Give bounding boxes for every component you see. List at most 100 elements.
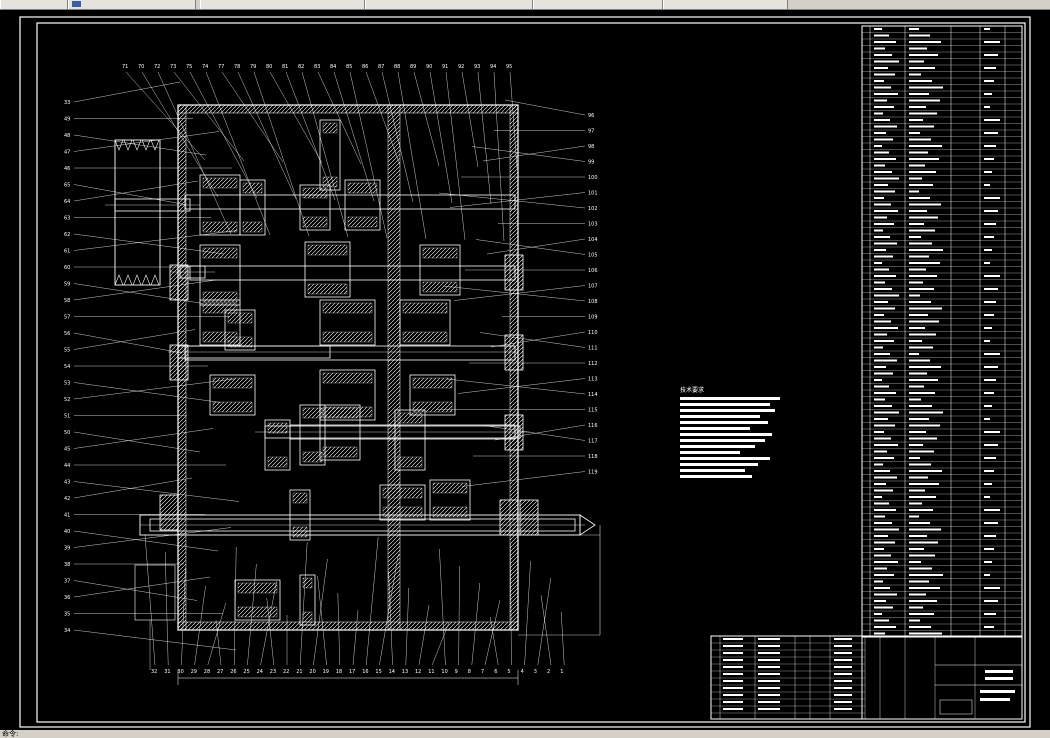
table-cell-text bbox=[874, 132, 886, 134]
table-cell-text bbox=[758, 708, 780, 710]
table-cell-text bbox=[909, 327, 925, 329]
file-icon bbox=[72, 1, 81, 7]
balloon-number: 100 bbox=[588, 175, 598, 181]
table-cell-text bbox=[984, 613, 996, 615]
document-tab[interactable] bbox=[365, 0, 533, 9]
leader-line bbox=[73, 527, 232, 548]
balloon-number: 13 bbox=[402, 669, 408, 675]
table-cell-text bbox=[874, 405, 892, 407]
leader-line bbox=[194, 585, 206, 666]
balloon-number: 7 bbox=[481, 669, 484, 675]
table-cell-text bbox=[909, 535, 927, 537]
leader-line bbox=[510, 543, 512, 666]
balloon-number: 11 bbox=[428, 669, 434, 675]
table-cell-text bbox=[909, 509, 933, 511]
leader-line bbox=[73, 329, 196, 350]
gear-teeth bbox=[397, 456, 423, 468]
pulley bbox=[114, 139, 161, 286]
table-cell-text bbox=[909, 398, 921, 401]
leader-line bbox=[486, 238, 586, 255]
title-block-cell bbox=[939, 699, 973, 715]
table-cell-text bbox=[984, 574, 990, 576]
table-cell-text bbox=[909, 561, 921, 563]
balloon-number: 78 bbox=[234, 64, 240, 70]
table-cell-text bbox=[909, 353, 919, 355]
leader-line bbox=[337, 592, 340, 666]
input-shaft bbox=[184, 194, 516, 210]
balloon-number: 24 bbox=[257, 669, 263, 675]
table-cell-text bbox=[984, 210, 998, 212]
table-cell-text bbox=[909, 372, 927, 375]
gear-teeth bbox=[202, 177, 238, 189]
gear-teeth bbox=[302, 611, 313, 623]
gear-teeth bbox=[202, 221, 238, 233]
table-cell-text bbox=[874, 346, 883, 349]
table-cell-text bbox=[874, 463, 883, 466]
balloon-number: 45 bbox=[64, 447, 70, 453]
leader-line bbox=[234, 546, 237, 666]
table-cell-text bbox=[874, 203, 891, 206]
table-cell-text bbox=[834, 687, 852, 689]
table-cell-text bbox=[909, 515, 919, 518]
table-cell-text bbox=[874, 541, 895, 544]
document-tab[interactable] bbox=[0, 0, 68, 9]
document-tab[interactable] bbox=[663, 0, 788, 9]
balloon-number: 73 bbox=[170, 64, 176, 70]
balloon-number: 20 bbox=[309, 669, 315, 675]
table-cell-text bbox=[909, 411, 943, 414]
motor-outline bbox=[134, 564, 176, 621]
table-cell-text bbox=[723, 645, 743, 647]
bearing bbox=[169, 264, 189, 301]
note-text-line bbox=[680, 415, 760, 418]
table-cell-text bbox=[909, 288, 934, 290]
table-cell-text bbox=[909, 138, 931, 141]
gear-teeth bbox=[212, 401, 253, 413]
table-cell-text bbox=[874, 411, 899, 414]
table-cell-text bbox=[909, 626, 931, 628]
table-cell-text bbox=[874, 424, 895, 427]
table-cell-text bbox=[984, 561, 992, 563]
balloon-number: 75 bbox=[186, 64, 192, 70]
command-prompt: 命令: bbox=[2, 730, 19, 738]
balloon-number: 107 bbox=[588, 284, 598, 290]
table-cell-text bbox=[874, 67, 888, 69]
table-cell-text bbox=[909, 574, 943, 576]
table-cell-text bbox=[874, 528, 899, 531]
document-tab[interactable] bbox=[533, 0, 663, 9]
balloon-number: 53 bbox=[64, 381, 70, 387]
table-cell-text bbox=[874, 496, 882, 498]
balloon-number: 103 bbox=[588, 222, 598, 228]
bearing bbox=[504, 414, 524, 451]
table-cell-text bbox=[874, 184, 888, 186]
balloon-number: 23 bbox=[270, 669, 276, 675]
table-cell-text bbox=[909, 203, 941, 206]
title-block-right bbox=[861, 635, 1023, 720]
table-cell-text bbox=[723, 701, 743, 703]
note-text-line bbox=[680, 397, 780, 400]
document-tab[interactable] bbox=[68, 0, 196, 9]
gear-teeth bbox=[237, 606, 278, 618]
balloon-number: 48 bbox=[64, 133, 70, 139]
pulley-groove bbox=[150, 139, 160, 151]
balloon-number: 109 bbox=[588, 315, 598, 321]
table-cell-text bbox=[834, 659, 852, 661]
balloon-number: 32 bbox=[151, 669, 157, 675]
table-cell-text bbox=[874, 489, 893, 492]
note-text-line bbox=[680, 451, 740, 454]
balloon-number: 90 bbox=[426, 64, 432, 70]
balloon-number: 98 bbox=[588, 144, 594, 150]
table-cell-text bbox=[874, 223, 894, 225]
table-cell-text bbox=[984, 28, 990, 30]
table-cell-text bbox=[874, 138, 893, 141]
balloon-number: 18 bbox=[336, 669, 342, 675]
leader-line bbox=[73, 428, 214, 449]
document-tab[interactable] bbox=[200, 0, 365, 9]
table-cell-text bbox=[874, 242, 897, 245]
pulley-groove bbox=[132, 274, 142, 286]
balloon-number: 46 bbox=[64, 166, 70, 172]
gear bbox=[224, 309, 256, 351]
leader-line bbox=[141, 71, 219, 198]
command-line[interactable]: 命令: bbox=[0, 730, 1050, 738]
gear bbox=[299, 404, 326, 466]
